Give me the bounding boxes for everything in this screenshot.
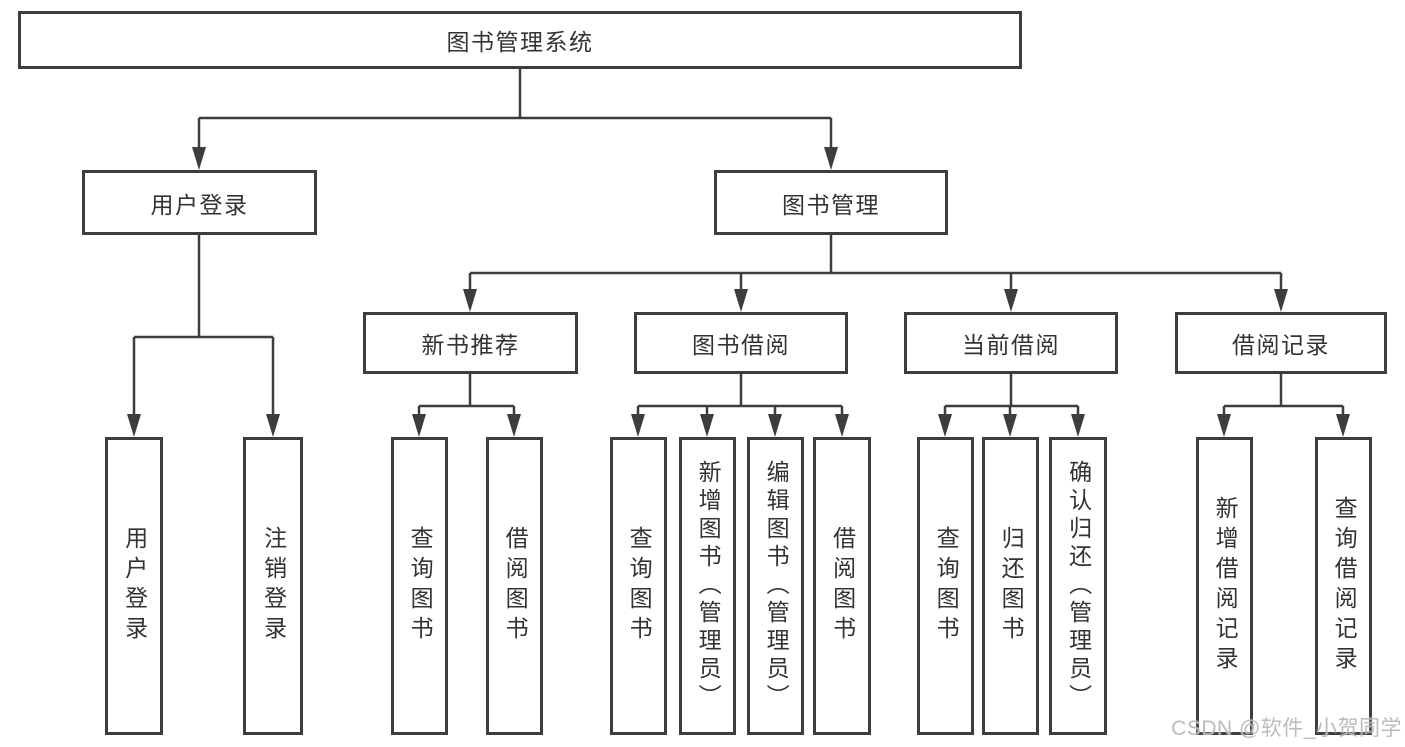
arrow-down-icon	[768, 414, 782, 437]
arrow-down-icon	[1004, 289, 1018, 312]
arrow-down-icon	[938, 414, 952, 437]
arrowheads	[127, 147, 1350, 437]
leaf-user-login-label: 用户登录	[121, 526, 148, 646]
leaf-current-return-books-label: 归还图书	[998, 526, 1025, 646]
node-root-label: 图书管理系统	[446, 29, 594, 55]
leaf-user-login: 用户登录	[105, 437, 163, 735]
connector-bookmgmt-to-level3	[468, 234, 1283, 292]
node-current-borrow-label: 当前借阅	[962, 332, 1060, 358]
leaf-borrow-edit-books-admin-label: 编辑图书（管理员）	[763, 460, 790, 712]
arrow-down-icon	[127, 414, 141, 437]
leaf-current-confirm-return-admin: 确认归还（管理员）	[1049, 437, 1107, 735]
leaf-current-confirm-return-admin-label: 确认归还（管理员）	[1065, 460, 1092, 712]
connector-records-to-leaves	[1222, 374, 1345, 417]
connector-root-to-level2	[197, 68, 833, 150]
leaf-borrow-edit-books-admin: 编辑图书（管理员）	[747, 437, 804, 735]
arrow-down-icon	[1217, 414, 1231, 437]
node-borrow-records: 借阅记录	[1175, 312, 1387, 374]
arrow-down-icon	[266, 414, 280, 437]
arrow-down-icon	[463, 289, 477, 312]
node-book-management: 图书管理	[714, 170, 948, 235]
arrow-down-icon	[1003, 414, 1017, 437]
node-new-book-recommend: 新书推荐	[363, 312, 578, 374]
leaf-current-query-books: 查询图书	[917, 437, 974, 735]
leaf-records-add-record-label: 新增借阅记录	[1212, 496, 1239, 676]
leaf-borrow-add-books-admin: 新增图书（管理员）	[679, 437, 736, 735]
node-current-borrow: 当前借阅	[904, 312, 1118, 374]
node-book-borrow-label: 图书借阅	[692, 332, 790, 358]
arrow-down-icon	[835, 414, 849, 437]
arrow-down-icon	[507, 414, 521, 437]
leaf-borrow-borrow-books: 借阅图书	[813, 437, 871, 735]
node-root: 图书管理系统	[18, 11, 1022, 69]
node-book-borrow: 图书借阅	[634, 312, 848, 374]
leaf-recommend-query-books-label: 查询图书	[407, 526, 434, 646]
arrow-down-icon	[700, 414, 714, 437]
connector-current-to-leaves	[943, 374, 1080, 417]
leaf-current-query-books-label: 查询图书	[933, 526, 960, 646]
node-new-book-recommend-label: 新书推荐	[421, 332, 520, 358]
leaf-logout: 注销登录	[243, 437, 303, 735]
connector-borrow-to-leaves	[636, 374, 844, 417]
arrow-down-icon	[1071, 414, 1085, 437]
leaf-borrow-query-books-label: 查询图书	[626, 526, 653, 646]
arrow-down-icon	[192, 147, 206, 170]
node-user-login-label: 用户登录	[150, 191, 249, 218]
node-book-management-label: 图书管理	[782, 191, 880, 218]
leaf-recommend-borrow-books: 借阅图书	[486, 437, 543, 735]
leaf-borrow-query-books: 查询图书	[610, 437, 667, 735]
connector-userlogin-to-leaves	[132, 234, 275, 417]
arrow-down-icon	[412, 414, 426, 437]
leaf-borrow-borrow-books-label: 借阅图书	[829, 526, 856, 646]
arrow-down-icon	[1336, 414, 1350, 437]
arrow-down-icon	[734, 289, 748, 312]
leaf-current-return-books: 归还图书	[982, 437, 1039, 735]
leaf-records-query-record-label: 查询借阅记录	[1331, 496, 1358, 676]
node-borrow-records-label: 借阅记录	[1232, 332, 1330, 358]
arrow-down-icon	[1274, 289, 1288, 312]
leaf-records-query-record: 查询借阅记录	[1315, 437, 1372, 735]
node-user-login: 用户登录	[82, 170, 317, 235]
arrow-down-icon	[631, 414, 645, 437]
leaf-recommend-borrow-books-label: 借阅图书	[502, 526, 529, 646]
leaf-logout-label: 注销登录	[260, 526, 287, 646]
leaf-borrow-add-books-admin-label: 新增图书（管理员）	[695, 460, 722, 712]
connector-recommend-to-leaves	[417, 374, 516, 417]
arrow-down-icon	[824, 147, 838, 170]
csdn-watermark: CSDN @软件_小贺同学	[1171, 717, 1402, 740]
leaf-records-add-record: 新增借阅记录	[1196, 437, 1253, 735]
leaf-recommend-query-books: 查询图书	[391, 437, 448, 735]
